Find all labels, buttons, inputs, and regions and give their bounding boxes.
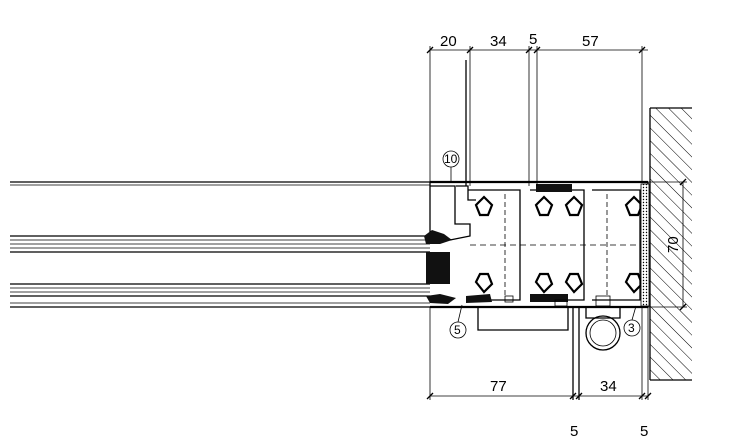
dim-bottom-small-5-left: 5: [570, 423, 578, 440]
top-dimension-line: [426, 46, 648, 186]
dim-top-57: 57: [582, 33, 599, 50]
dim-top-20: 20: [440, 33, 457, 50]
glass-panel: [10, 181, 456, 308]
dim-bottom-34: 34: [600, 378, 617, 395]
callout-10: 10: [442, 150, 460, 182]
dim-bottom-77: 77: [490, 378, 507, 395]
side-dimension-line: [648, 178, 687, 311]
dim-side-70: 70: [665, 236, 682, 253]
callout-3: 3: [623, 305, 641, 337]
bottom-dimension-line: [426, 307, 652, 400]
dim-top-34: 34: [490, 33, 507, 50]
callout-5: 5: [449, 304, 467, 339]
dim-top-5: 5: [529, 31, 537, 48]
callout-3-label: 3: [628, 321, 635, 335]
dim-bottom-small-5-right: 5: [640, 423, 648, 440]
frame-profile: [429, 60, 650, 400]
callout-10-label: 10: [444, 152, 458, 166]
wall-hatch: [649, 107, 692, 381]
callout-5-label: 5: [454, 323, 461, 337]
